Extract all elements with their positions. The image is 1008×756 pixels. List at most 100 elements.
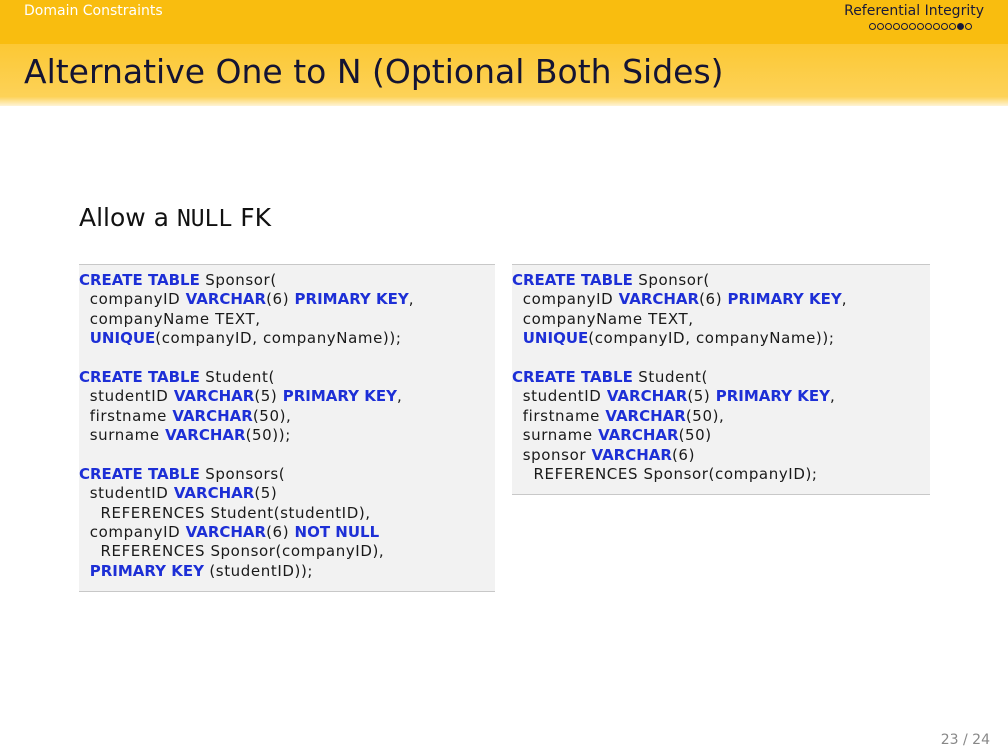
code-text: (50), [685,406,725,425]
code-text: (6) [699,290,728,309]
slide-dot[interactable] [901,23,908,30]
code-text: (5) [254,387,283,406]
code-line: companyID VARCHAR(6) NOT NULL [79,523,495,542]
code-line: studentID VARCHAR(5) [79,484,495,503]
sql-keyword: VARCHAR [618,290,700,309]
code-line: CREATE TABLE Sponsor( [512,271,930,290]
code-line: REFERENCES Sponsor(companyID), [79,542,495,561]
slide-dot[interactable] [869,23,876,30]
code-text: (companyID, companyName)); [155,329,402,348]
code-line: REFERENCES Sponsor(companyID); [512,465,930,484]
code-line: firstname VARCHAR(50), [79,407,495,426]
code-text: (6) [671,445,696,464]
page-number: 23 / 24 [940,732,990,748]
code-line: surname VARCHAR(50)); [79,426,495,445]
code-line: UNIQUE(companyID, companyName)); [512,329,930,348]
code-block-right: CREATE TABLE Sponsor( companyID VARCHAR(… [512,264,930,495]
code-text: Sponsor( [632,271,710,289]
code-text: (5) [254,484,278,503]
code-text: (6) [266,523,295,542]
code-text: (studentID)); [203,561,314,580]
sql-keyword: PRIMARY KEY [294,290,409,309]
code-line: CREATE TABLE Sponsors( [79,465,495,484]
sql-keyword: PRIMARY KEY [727,290,842,309]
code-text: (companyID, companyName)); [588,329,835,348]
slide-dot[interactable] [909,23,916,30]
sql-keyword: VARCHAR [185,523,267,542]
code-line: PRIMARY KEY (studentID)); [79,562,495,581]
code-text: (50) [678,426,712,445]
sql-keyword: VARCHAR [606,387,688,406]
code-text: companyName TEXT, [512,309,694,328]
code-line: studentID VARCHAR(5) PRIMARY KEY, [512,387,930,406]
code-line: sponsor VARCHAR(6) [512,446,930,465]
code-text: REFERENCES Student(studentID), [79,503,371,522]
code-text [79,562,90,580]
sql-keyword: CREATE TABLE [79,271,200,289]
code-text: companyID [79,290,186,309]
code-text: companyID [79,523,186,542]
sql-keyword: CREATE TABLE [512,271,633,289]
code-blank-line [79,446,495,465]
code-line: companyID VARCHAR(6) PRIMARY KEY, [512,290,930,309]
code-text: (5) [687,387,716,406]
code-line: CREATE TABLE Student( [79,368,495,387]
slide-dot[interactable] [933,23,940,30]
code-line: studentID VARCHAR(5) PRIMARY KEY, [79,387,495,406]
sql-keyword: VARCHAR [598,426,679,445]
code-blank-line [79,349,495,368]
code-text: , [829,387,836,406]
slide-dot[interactable] [949,23,956,30]
slide-dot[interactable] [893,23,900,30]
slide-dot[interactable] [917,23,924,30]
code-block-left: CREATE TABLE Sponsor( companyID VARCHAR(… [79,264,495,592]
code-text: sponsor [512,445,592,464]
sql-keyword: PRIMARY KEY [282,387,397,406]
code-line: REFERENCES Student(studentID), [79,504,495,523]
header-bar: Domain Constraints Referential Integrity [0,0,1008,44]
code-text: Sponsor( [199,271,277,289]
code-text: surname [79,426,166,445]
slide-dot[interactable] [877,23,884,30]
code-text: , [408,290,415,309]
sql-keyword: VARCHAR [165,426,246,445]
sql-keyword: VARCHAR [185,290,267,309]
sql-keyword: CREATE TABLE [512,367,633,386]
slide-navigation-dots[interactable] [869,23,972,30]
slide-subtitle: Allow a NULL FK [79,203,271,232]
code-line: companyName TEXT, [79,310,495,329]
sql-keyword: CREATE TABLE [79,464,200,483]
sql-keyword: UNIQUE [89,329,156,348]
code-text: companyName TEXT, [79,309,261,328]
code-text: studentID [79,484,174,503]
code-text: Sponsors( [199,464,286,483]
slide-dot[interactable] [925,23,932,30]
code-line: CREATE TABLE Sponsor( [79,271,495,290]
slide-dot[interactable] [965,23,972,30]
sql-keyword: VARCHAR [173,387,255,406]
code-line: CREATE TABLE Student( [512,368,930,387]
code-text [79,329,90,347]
slide-dot-current[interactable] [957,23,964,30]
subtitle-text-pre: Allow a [79,203,177,232]
sql-keyword: VARCHAR [605,406,686,425]
code-text: Student( [199,367,275,386]
code-text: (50)); [245,426,291,445]
section-link-domain-constraints[interactable]: Domain Constraints [24,3,163,19]
code-text: , [396,387,403,406]
section-link-referential-integrity[interactable]: Referential Integrity [844,3,984,19]
code-text: , [841,290,848,309]
sql-keyword: CREATE TABLE [79,367,200,386]
code-text: surname [512,426,599,445]
code-text: REFERENCES Sponsor(companyID), [79,542,385,561]
slide-dot[interactable] [885,23,892,30]
code-text: REFERENCES Sponsor(companyID); [512,464,818,483]
slide-title: Alternative One to N (Optional Both Side… [24,52,724,91]
subtitle-text-post: FK [232,203,272,232]
subtitle-null-code: NULL [176,206,233,232]
code-blank-line [512,349,930,368]
slide-dot[interactable] [941,23,948,30]
code-text: studentID [79,387,174,406]
sql-keyword: NOT NULL [294,523,380,542]
sql-keyword: PRIMARY KEY [89,561,204,580]
